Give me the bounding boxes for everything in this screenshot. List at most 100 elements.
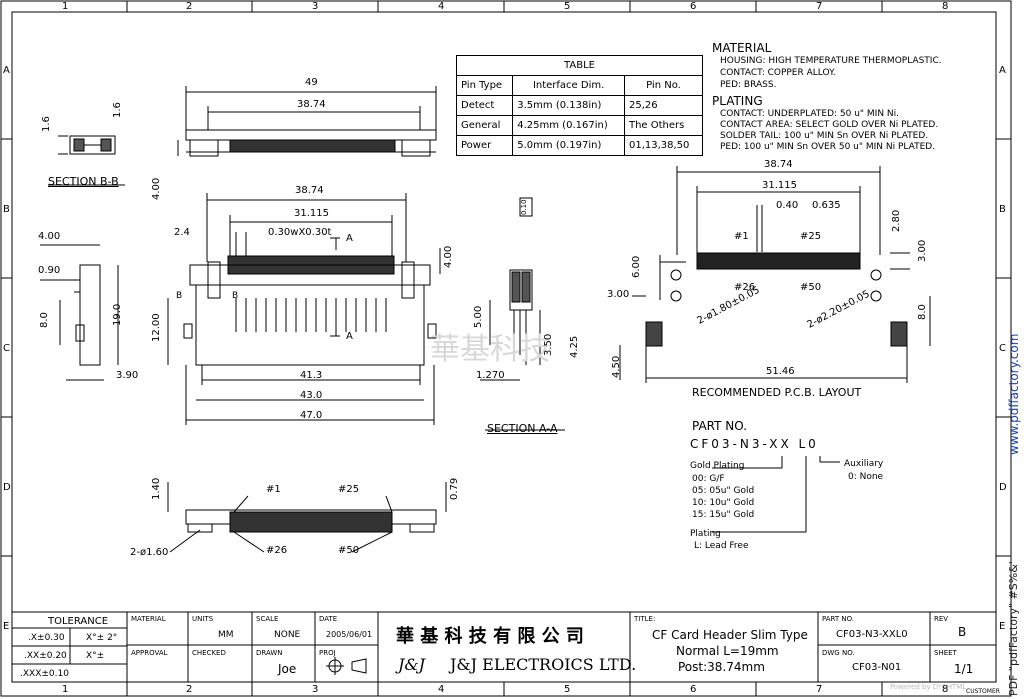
plating-heading: PLATING — [712, 94, 763, 108]
bottom-view — [167, 482, 447, 553]
table-cell: 4.25mm (0.167in) — [512, 115, 625, 136]
row-label-d: D — [3, 482, 11, 493]
plating-line: PED: 100 u" MIN Sn OVER 50 u" MIN Ni PLA… — [720, 142, 936, 152]
section-marker-b-right: B — [232, 291, 239, 301]
dim-3-90: 3.90 — [116, 370, 139, 381]
dim-43-0: 43.0 — [300, 390, 323, 401]
row-label-e: E — [3, 621, 10, 632]
column-label-3-bottom: 3 — [312, 684, 319, 695]
part-heading: PART NO. — [692, 419, 748, 433]
table-cell: General — [455, 115, 514, 136]
date-value: 2005/06/01 — [326, 630, 373, 639]
rev-label: REV — [934, 615, 949, 623]
plating-option-heading: Plating — [690, 529, 721, 539]
dim-1-6-left: 1.6 — [41, 116, 52, 132]
row-label-d-right: D — [999, 482, 1007, 493]
tolerance-value: .XXX±0.10 — [20, 669, 69, 679]
title-label: TITLE: — [634, 615, 656, 623]
table-row: Power 5.0mm (0.197in) 01,13,38,50 — [455, 135, 704, 156]
pcb-pin-1: #1 — [734, 231, 749, 242]
title-line: Normal L=19mm — [676, 644, 779, 658]
dim-4-00-side: 4.00 — [38, 231, 61, 242]
column-label-6: 6 — [690, 1, 697, 12]
top-view — [177, 86, 437, 157]
customer-label: CUSTOMER — [966, 688, 1000, 695]
front-view — [167, 193, 441, 425]
material-line: HOUSING: HIGH TEMPERATURE THERMOPLASTIC. — [720, 56, 942, 66]
gold-option: 00: G/F — [692, 474, 725, 484]
table-cell: The Others — [623, 115, 704, 136]
dim-12-00: 12.00 — [151, 313, 162, 342]
auxiliary-heading: Auxiliary — [844, 459, 884, 469]
material-line: PED: BRASS. — [720, 80, 777, 90]
material-line: CONTACT: COPPER ALLOY. — [720, 68, 836, 78]
dim-1-40: 1.40 — [151, 477, 162, 500]
part-code: CF03-N3-XX L0 — [690, 437, 819, 451]
column-label-2: 2 — [186, 1, 193, 12]
pcb-layout-title: RECOMMENDED P.C.B. LAYOUT — [692, 386, 862, 399]
plating-line: CONTACT AREA: SELECT GOLD OVER Ni PLATED… — [720, 120, 939, 130]
table-title: TABLE — [456, 55, 703, 76]
dim-19-0: 19.0 — [112, 303, 123, 326]
section-aa-title: SECTION A-A — [487, 422, 558, 435]
tolerance-value: .X±0.30 — [28, 633, 65, 643]
section-aa-view — [480, 197, 565, 431]
table-cell: Detect — [455, 95, 514, 116]
dim-3-00-left: 3.00 — [607, 289, 630, 300]
row-label-a-right: A — [999, 65, 1006, 76]
pcb-pin-50: #50 — [800, 282, 822, 293]
column-label-7-bottom: 7 — [816, 684, 823, 695]
company-name-en: J&J ELECTROICS LTD. — [450, 655, 637, 674]
dim-41-3: 41.3 — [300, 370, 323, 381]
tolerance-value: X°± — [86, 651, 105, 661]
bottom-pin-50: #50 — [338, 545, 360, 556]
tolerance-value: .XX±0.20 — [24, 651, 67, 661]
pdffactory-brand: PDF "pdfFactory" #S%&' — [1007, 561, 1020, 696]
row-label-b-right: B — [999, 204, 1006, 215]
table-row: Detect 3.5mm (0.138in) 25,26 — [455, 95, 704, 116]
dim-4-25: 4.25 — [569, 335, 580, 358]
plating-option: L: Lead Free — [694, 541, 749, 551]
dim-51-46: 51.46 — [766, 366, 795, 377]
plating-line: CONTACT: UNDERPLATED: 50 u" MIN Ni. — [720, 109, 900, 119]
section-bb-title: SECTION B-B — [48, 175, 119, 188]
section-marker-a-bottom: A — [346, 331, 353, 342]
powered-by-footer: Powered by DIY HTML — [890, 683, 967, 691]
sheet-value: 1/1 — [954, 662, 974, 676]
section-bb-view — [48, 135, 125, 186]
column-label-4-bottom: 4 — [438, 684, 445, 695]
dim-38-74-mid: 38.74 — [295, 185, 324, 196]
table-header: Interface Dim. — [512, 75, 625, 96]
bottom-pin-26: #26 — [266, 545, 288, 556]
material-label: MATERIAL — [131, 615, 166, 623]
column-label-6-bottom: 6 — [690, 684, 697, 695]
column-label-4: 4 — [438, 1, 445, 12]
pdffactory-url[interactable]: www.pdffactory.com — [1007, 333, 1021, 455]
watermark: 華基科技 — [430, 332, 550, 367]
title-block-grid — [12, 611, 996, 682]
table-header: Pin Type — [455, 75, 514, 96]
table-cell: 25,26 — [623, 95, 704, 116]
scale-value: NONE — [274, 630, 301, 640]
tolerance-value: X°± 2° — [86, 633, 118, 643]
bottom-pin-25: #25 — [338, 484, 360, 495]
gold-plating-heading: Gold Plating — [690, 461, 745, 471]
sheet-label: SHEET — [934, 649, 957, 657]
dim-4-00-right: 4.00 — [443, 245, 454, 268]
column-label-7: 7 — [816, 1, 823, 12]
dim-0-40: 0.40 — [776, 200, 799, 211]
dim-2-80: 2.80 — [891, 209, 902, 232]
part-number-leaders — [712, 456, 840, 533]
column-label-1-bottom: 1 — [62, 684, 69, 695]
column-label-1: 1 — [62, 1, 69, 12]
dim-38-74-pcb: 38.74 — [764, 159, 793, 170]
dim-4-00-top: 4.00 — [151, 177, 162, 200]
left-side-view — [40, 244, 119, 381]
table-cell: 5.0mm (0.197in) — [512, 135, 625, 156]
pin-type-table: TABLE Pin Type Interface Dim. Pin No. De… — [455, 55, 704, 156]
table-cell: Power — [455, 135, 514, 156]
dim-49: 49 — [305, 77, 318, 88]
table-header: Pin No. — [623, 75, 704, 96]
